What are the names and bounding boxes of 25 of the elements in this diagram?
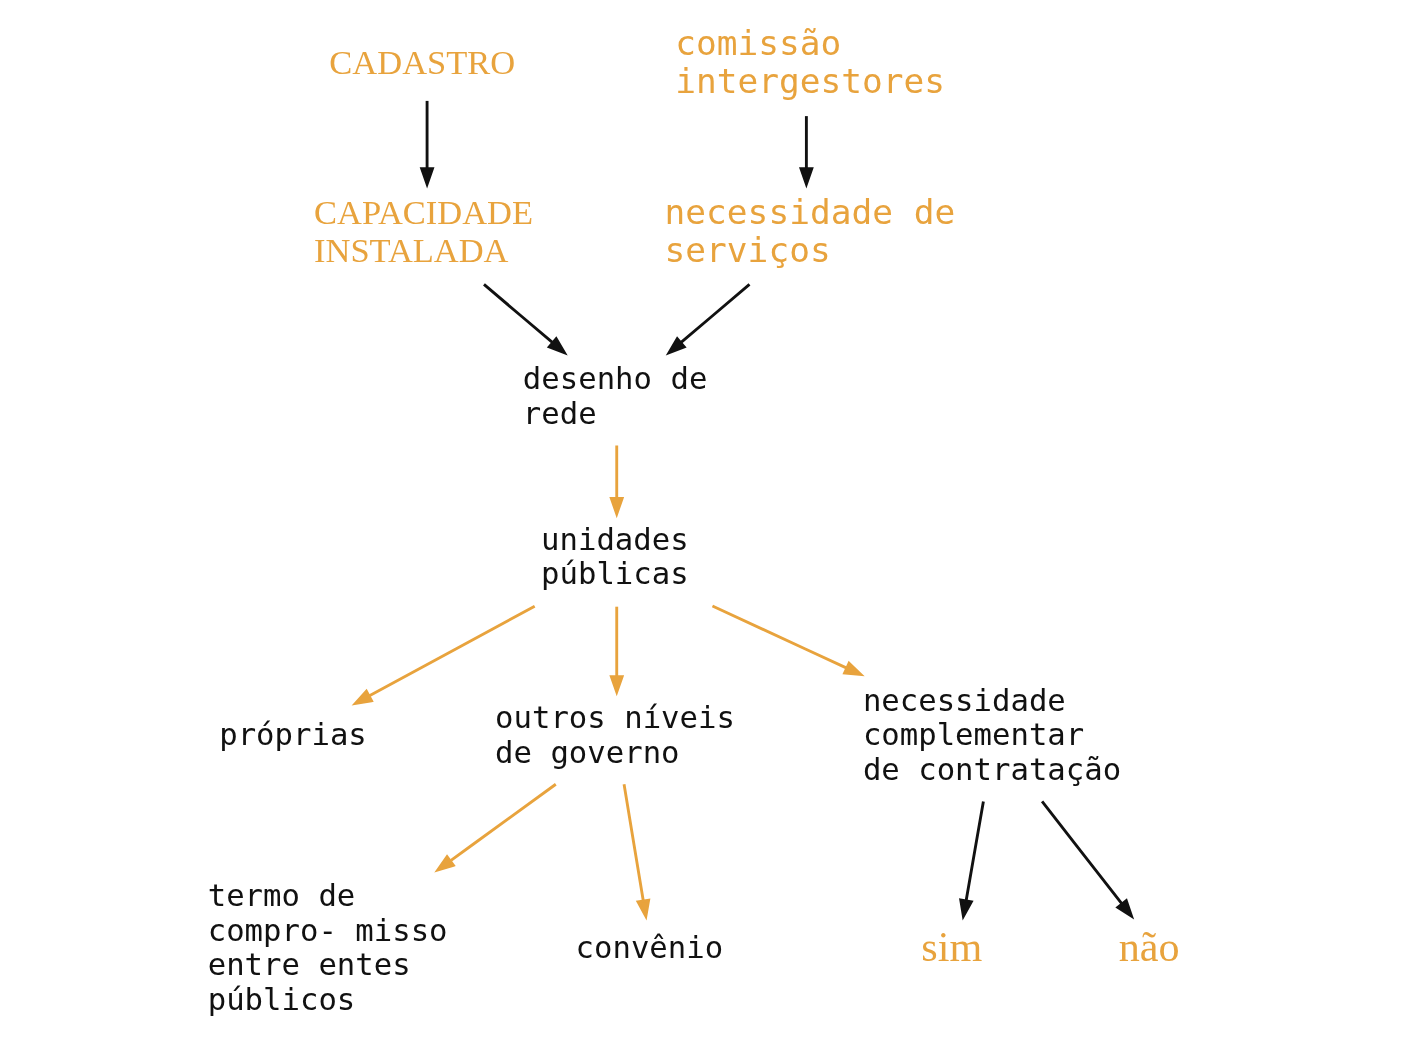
arrow: [665, 283, 750, 356]
node-text: unidades públicas: [540, 521, 689, 592]
node-text: termo de compro- misso entre entes públicos: [207, 878, 448, 1017]
node-text: comissão intergestores: [674, 22, 945, 102]
node-text: não: [1118, 923, 1179, 971]
node-text: necessidade complementar de contratação: [862, 682, 1121, 787]
node-text: outros níveis de governo: [494, 700, 735, 770]
arrow: [1040, 800, 1134, 920]
arrow: [608, 445, 624, 519]
arrow: [419, 100, 434, 189]
node-text: CADASTRO: [328, 43, 515, 82]
arrow: [711, 604, 865, 677]
node-text: convênio: [575, 929, 723, 965]
node-text: próprias: [218, 717, 367, 753]
node-text: necessidade de serviços: [664, 191, 955, 270]
arrow: [798, 116, 814, 189]
arrow: [482, 283, 568, 356]
arrow: [958, 801, 985, 921]
arrow: [608, 606, 624, 697]
arrow: [433, 783, 557, 873]
arrow: [622, 784, 650, 921]
node-text: sim: [920, 923, 982, 971]
arrow: [351, 605, 535, 706]
node-text: desenho de rede: [522, 361, 707, 431]
node-text: CAPACIDADE INSTALADA: [313, 192, 533, 269]
